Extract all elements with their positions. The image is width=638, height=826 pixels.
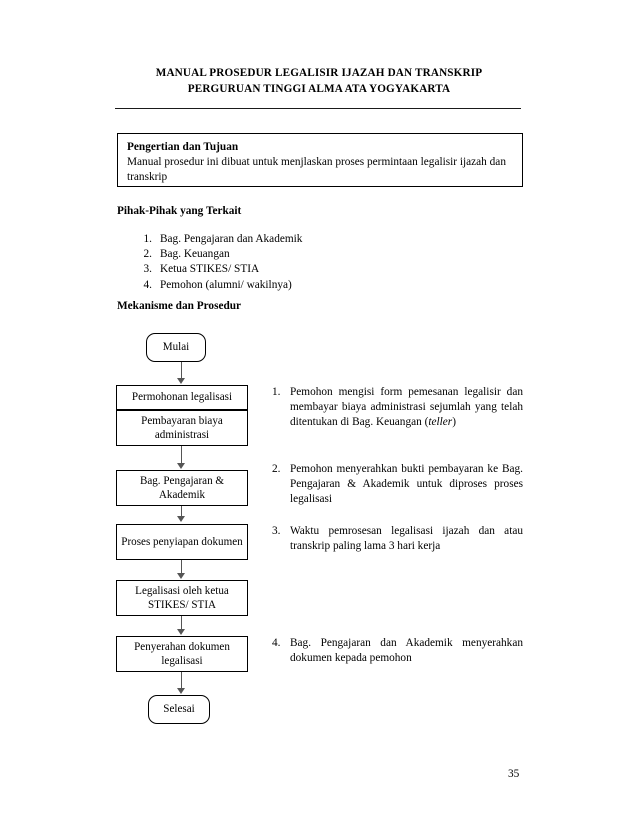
list-item-label: Bag. Pengajaran dan Akademik bbox=[160, 233, 303, 245]
flow-node-penyerahan-dokumen: Penyerahan dokumen legalisasi bbox=[116, 636, 248, 672]
flow-arrowhead bbox=[177, 378, 185, 384]
procedure-step: 4. Bag. Pengajaran dan Akademik menyerah… bbox=[272, 636, 523, 666]
parties-heading: Pihak-Pihak yang Terkait bbox=[117, 205, 242, 217]
list-item: 2. Bag. Keuangan bbox=[130, 247, 390, 262]
step-text: Bag. Pengajaran dan Akademik menyerahkan… bbox=[290, 637, 523, 665]
definition-box-title: Pengertian dan Tujuan bbox=[127, 141, 239, 153]
list-item-number: 2. bbox=[143, 248, 152, 261]
step-text: Waktu pemrosesan legalisasi ijazah dan a… bbox=[290, 525, 523, 553]
flow-connector-pembayaran-to-bagian bbox=[181, 446, 182, 464]
list-item-label: Ketua STIKES/ STIA bbox=[160, 263, 260, 276]
flow-connector-penyiapan-to-legalisasi bbox=[181, 560, 182, 574]
step-number: 4. bbox=[272, 637, 281, 649]
flow-node-start: Mulai bbox=[146, 333, 206, 362]
flow-connector-legalisasi-to-penyerahan bbox=[181, 616, 182, 630]
procedure-step: 3. Waktu pemrosesan legalisasi ijazah da… bbox=[272, 524, 523, 554]
flow-connector-penyerahan-to-end bbox=[181, 672, 182, 689]
page-number: 35 bbox=[508, 768, 520, 780]
list-item-label: Pemohon (alumni/ wakilnya) bbox=[160, 278, 292, 291]
procedure-step: 2. Pemohon menyerahkan bukti pembayaran … bbox=[272, 462, 523, 508]
procedure-heading: Mekanisme dan Prosedur bbox=[117, 300, 242, 312]
definition-box-body: Manual prosedur ini dibuat untuk menjlas… bbox=[127, 156, 506, 183]
flow-connector-bagian-to-penyiapan bbox=[181, 506, 182, 517]
flow-node-bagian-pengajaran: Bag. Pengajaran & Akademik bbox=[116, 470, 248, 506]
step-text: Pemohon menyerahkan bukti pembayaran ke … bbox=[290, 463, 523, 506]
list-item-number: 1. bbox=[143, 233, 152, 245]
flow-arrowhead bbox=[177, 573, 185, 579]
parties-list: 1. Bag. Pengajaran dan Akademik 2. Bag. … bbox=[130, 232, 390, 293]
list-item: 4. Pemohon (alumni/ wakilnya) bbox=[130, 278, 390, 293]
procedure-step: 1. Pemohon mengisi form pemesanan legali… bbox=[272, 385, 523, 431]
list-item: 1. Bag. Pengajaran dan Akademik bbox=[130, 232, 390, 247]
flow-arrowhead bbox=[177, 463, 185, 469]
flow-node-legalisasi-ketua: Legalisasi oleh ketua STIKES/ STIA bbox=[116, 580, 248, 616]
header-line-1: MANUAL PROSEDUR LEGALISIR IJAZAH DAN TRA… bbox=[155, 67, 483, 79]
list-item-label: Bag. Keuangan bbox=[160, 248, 230, 261]
step-number: 3. bbox=[272, 525, 281, 537]
document-header: MANUAL PROSEDUR LEGALISIR IJAZAH DAN TRA… bbox=[115, 66, 523, 97]
header-divider-rule bbox=[115, 108, 521, 109]
list-item-number: 4. bbox=[143, 278, 152, 291]
flow-node-pembayaran: Pembayaran biaya administrasi bbox=[116, 410, 248, 446]
flow-arrowhead bbox=[177, 688, 185, 694]
flow-node-permohonan: Permohonan legalisasi bbox=[116, 385, 248, 410]
flow-arrowhead bbox=[177, 516, 185, 522]
step-number: 2. bbox=[272, 463, 281, 475]
flow-node-proses-penyiapan: Proses penyiapan dokumen bbox=[116, 524, 248, 560]
definition-box: Pengertian dan Tujuan Manual prosedur in… bbox=[117, 133, 523, 187]
flow-node-end: Selesai bbox=[148, 695, 210, 724]
list-item-number: 3. bbox=[143, 263, 152, 276]
header-line-2: PERGURUAN TINGGI ALMA ATA YOGYAKARTA bbox=[187, 82, 451, 95]
flow-connector-start-to-permohonan bbox=[181, 362, 182, 379]
list-item: 3. Ketua STIKES/ STIA bbox=[130, 262, 390, 277]
step-text: Pemohon mengisi form pemesanan legalisir… bbox=[290, 386, 523, 429]
step-number: 1. bbox=[272, 386, 281, 398]
flow-arrowhead bbox=[177, 629, 185, 635]
